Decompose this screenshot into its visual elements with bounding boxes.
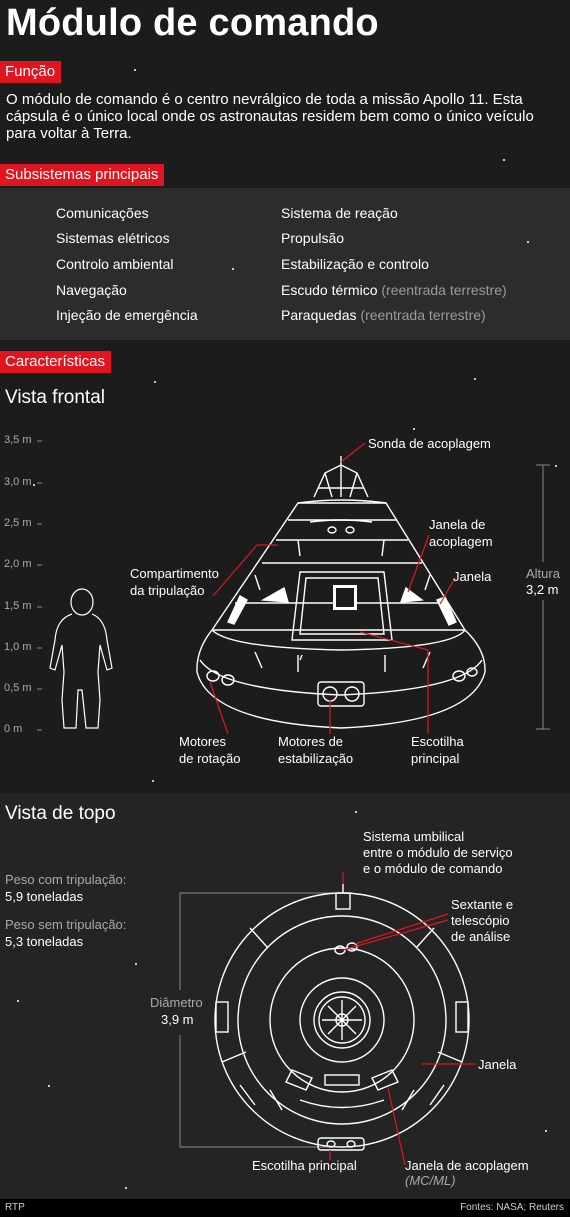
star xyxy=(17,1000,19,1002)
y-tick-label: 1,5 m xyxy=(4,600,32,612)
docking-probe xyxy=(313,456,369,498)
height-label: Altura xyxy=(526,566,560,581)
star xyxy=(527,241,529,243)
star xyxy=(33,484,35,486)
subsystem-item: Controlo ambiental xyxy=(56,256,174,272)
subsystem-item: Sistemas elétricos xyxy=(56,230,170,246)
star xyxy=(154,381,156,383)
label-umbilical-line2: entre o módulo de serviço xyxy=(363,845,513,860)
label-stab-engines-line2: estabilização xyxy=(278,751,354,766)
page-title: Módulo de comando xyxy=(6,2,379,44)
top-view-panel xyxy=(0,793,570,1203)
subsystems-panel xyxy=(0,188,570,340)
subsystem-note: (reentrada terrestre) xyxy=(381,282,507,298)
subsystem-label: Estabilização e controlo xyxy=(281,256,429,272)
label-sextant-line3: de análise xyxy=(451,929,511,944)
y-tick-label: 3,0 m xyxy=(4,476,32,488)
section-label-funcao: Função xyxy=(0,61,62,83)
subsystem-item: Propulsão xyxy=(281,230,344,246)
y-tick-label: 1,0 m xyxy=(4,641,32,653)
label-top-docking-window: Janela de acoplagem xyxy=(405,1158,529,1173)
label-sextant-line1: Sextante e xyxy=(451,897,514,912)
capsule-base xyxy=(196,629,486,729)
label-crew-line2: da tripulação xyxy=(130,583,205,598)
label-roll-engines-line1: Motores xyxy=(179,734,226,749)
star xyxy=(152,780,154,782)
height-value: 3,2 m xyxy=(526,582,559,597)
label-docking-window-line1: Janela de xyxy=(429,517,486,532)
label-top-hatch: Escotilha principal xyxy=(252,1158,357,1173)
y-tick-label: 0 m xyxy=(4,723,23,735)
y-tick-label: 2,5 m xyxy=(4,517,32,529)
subsystem-label: Paraquedas xyxy=(281,307,357,323)
weight-with-crew-value: 5,9 toneladas xyxy=(5,889,84,904)
subsystem-label: Sistema de reação xyxy=(281,205,398,221)
weight-with-crew-label: Peso com tripulação: xyxy=(5,872,127,887)
star xyxy=(474,378,476,380)
label-hatch-line2: principal xyxy=(411,751,460,766)
star xyxy=(125,1187,127,1189)
label-sextant-line2: telescópio xyxy=(451,913,510,928)
section-label-caracteristicas: Características xyxy=(0,351,112,373)
label-umbilical-line3: e o módulo de comando xyxy=(363,861,503,876)
label-top-docking-window-note: (MC/ML) xyxy=(405,1173,456,1188)
diameter-value: 3,9 m xyxy=(161,1012,194,1027)
subsystem-note: (reentrada terrestre) xyxy=(360,307,486,323)
label-umbilical-line1: Sistema umbilical xyxy=(363,829,465,844)
label-window: Janela xyxy=(453,569,492,584)
top-view-heading: Vista de topo xyxy=(5,803,116,824)
star xyxy=(48,1085,50,1087)
section-label-subsistemas: Subsistemas principais xyxy=(0,164,165,186)
subsystem-item: Paraquedas (reentrada terrestre) xyxy=(281,307,486,323)
star xyxy=(232,268,234,270)
y-tick-label: 0,5 m xyxy=(4,682,32,694)
star xyxy=(135,963,137,965)
weight-without-crew-value: 5,3 toneladas xyxy=(5,934,84,949)
subsystem-item: Sistema de reação xyxy=(281,205,398,221)
label-stab-engines-line1: Motores de xyxy=(278,734,344,749)
subsystem-label: Propulsão xyxy=(281,230,345,246)
subsystem-item: Comunicações xyxy=(56,205,149,221)
astronaut-figure xyxy=(49,588,113,729)
subsystem-item: Estabilização e controlo xyxy=(281,256,429,272)
star xyxy=(503,159,505,161)
star xyxy=(545,1130,547,1132)
footer-credit: RTP xyxy=(5,1202,25,1213)
label-roll-engines-line2: de rotação xyxy=(179,751,241,766)
footer: RTP Fontes: NASA; Reuters xyxy=(0,1199,570,1217)
docking-hub xyxy=(322,1000,362,1040)
y-tick-label: 3,5 m xyxy=(4,434,32,446)
label-docking-window-line2: acoplagem xyxy=(429,534,493,549)
subsystem-item: Injeção de emergência xyxy=(56,307,198,323)
label-crew-line1: Compartimento xyxy=(130,566,219,581)
subsystem-label: Escudo térmico xyxy=(281,282,378,298)
subsystem-item: Escudo térmico (reentrada terrestre) xyxy=(281,282,507,298)
diameter-label: Diâmetro xyxy=(150,995,203,1010)
star xyxy=(555,465,557,467)
front-view-heading: Vista frontal xyxy=(5,387,105,408)
star xyxy=(134,69,136,71)
intro-text: O módulo de comando é o centro nevrálgic… xyxy=(6,91,534,142)
subsystem-item: Navegação xyxy=(56,282,127,298)
label-top-window: Janela xyxy=(478,1057,517,1072)
star xyxy=(413,428,415,430)
y-tick-label: 2,0 m xyxy=(4,558,32,570)
label-docking-probe: Sonda de acoplagem xyxy=(368,436,491,451)
footer-sources: Fontes: NASA; Reuters xyxy=(460,1202,564,1213)
label-hatch-line1: Escotilha xyxy=(411,734,464,749)
weight-without-crew-label: Peso sem tripulação: xyxy=(5,917,127,932)
star xyxy=(355,811,357,813)
